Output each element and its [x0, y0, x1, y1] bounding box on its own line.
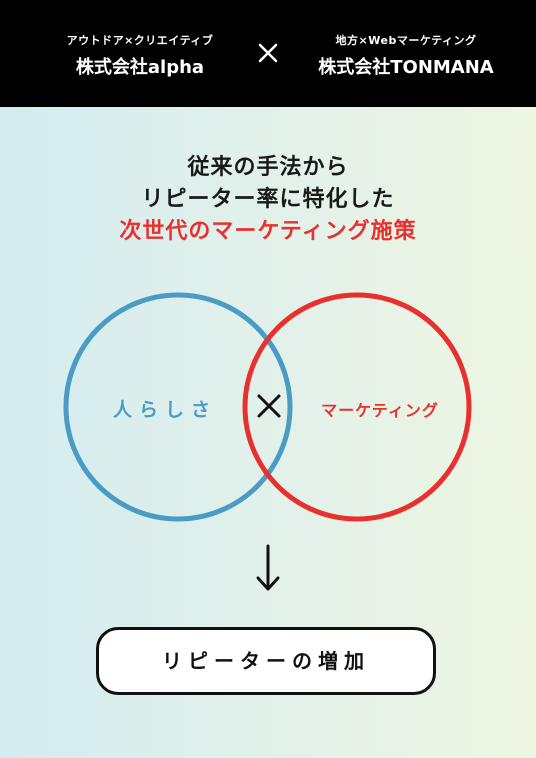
company-tonmana-subtitle: 地方×Webマーケティング [335, 34, 477, 47]
headline-line-2: リピーター率に特化した [141, 187, 395, 212]
venn-right-label: マーケティング [321, 401, 439, 420]
venn-circle-right [242, 292, 472, 522]
result-box: リピーターの増加 [96, 627, 436, 695]
headline-line-3: 次世代のマーケティング施策 [119, 219, 417, 244]
venn-circle-left [63, 292, 293, 522]
headline-line-1: 従来の手法から [187, 155, 349, 180]
headline: 従来の手法から リピーター率に特化した 次世代のマーケティング施策 [0, 152, 536, 248]
company-alpha-name: 株式会社alpha [75, 57, 205, 78]
company-alpha-subtitle: アウトドア×クリエイティブ [66, 34, 214, 47]
arrow-down-icon [256, 544, 280, 591]
venn-diagram [63, 292, 472, 522]
company-tonmana-name: 株式会社TONMANA [318, 57, 494, 78]
company-alpha: アウトドア×クリエイティブ 株式会社alpha [10, 33, 270, 79]
venn-cross-icon [257, 394, 281, 418]
company-tonmana: 地方×Webマーケティング 株式会社TONMANA [276, 33, 536, 79]
header-bar: アウトドア×クリエイティブ 株式会社alpha 地方×Webマーケティング 株式… [0, 0, 536, 107]
collaboration-cross-icon [258, 43, 278, 63]
venn-left-label: 人らしさ [112, 399, 217, 421]
